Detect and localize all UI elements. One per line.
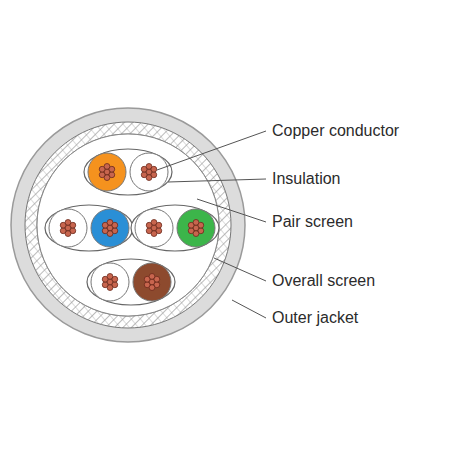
part-label: Outer jacket <box>272 308 358 327</box>
copper-strand <box>188 228 194 234</box>
pair-screen <box>84 149 172 195</box>
leader-line <box>168 179 266 182</box>
insulation <box>135 209 173 247</box>
copper-strand <box>102 282 108 288</box>
copper-strand <box>151 166 157 172</box>
leader-line <box>157 131 266 170</box>
insulation <box>49 209 87 247</box>
copper-strand <box>112 222 118 228</box>
overall-screen-braid <box>25 122 231 328</box>
copper-strand <box>144 282 150 288</box>
insulation <box>91 209 129 247</box>
part-label: Pair screen <box>272 212 353 231</box>
insulation <box>88 153 126 191</box>
copper-strand <box>141 172 147 178</box>
part-label: Insulation <box>272 169 341 188</box>
pair-screen <box>131 205 219 251</box>
copper-strand <box>146 228 152 234</box>
copper-strand <box>102 228 108 234</box>
pairs <box>45 149 219 305</box>
copper-strand <box>60 228 66 234</box>
part-label: Overall screen <box>272 271 375 290</box>
insulation <box>133 263 171 301</box>
insulation <box>177 209 215 247</box>
copper-strand <box>154 276 160 282</box>
copper-strand <box>156 222 162 228</box>
leader-line <box>197 199 266 222</box>
cable-core <box>37 134 219 316</box>
overall-screen <box>25 122 231 328</box>
leader-lines <box>157 131 266 318</box>
copper-strand <box>70 222 76 228</box>
part-label: Copper conductor <box>272 121 399 140</box>
pair-screen <box>87 259 175 305</box>
outer-jacket <box>11 108 245 342</box>
copper-strand <box>112 276 118 282</box>
copper-strand <box>198 222 204 228</box>
copper-strand <box>109 166 115 172</box>
copper-strand <box>99 172 105 178</box>
insulation <box>130 153 168 191</box>
leader-line <box>232 300 266 318</box>
insulation <box>91 263 129 301</box>
leader-line <box>214 258 266 281</box>
pair-screen <box>45 205 133 251</box>
